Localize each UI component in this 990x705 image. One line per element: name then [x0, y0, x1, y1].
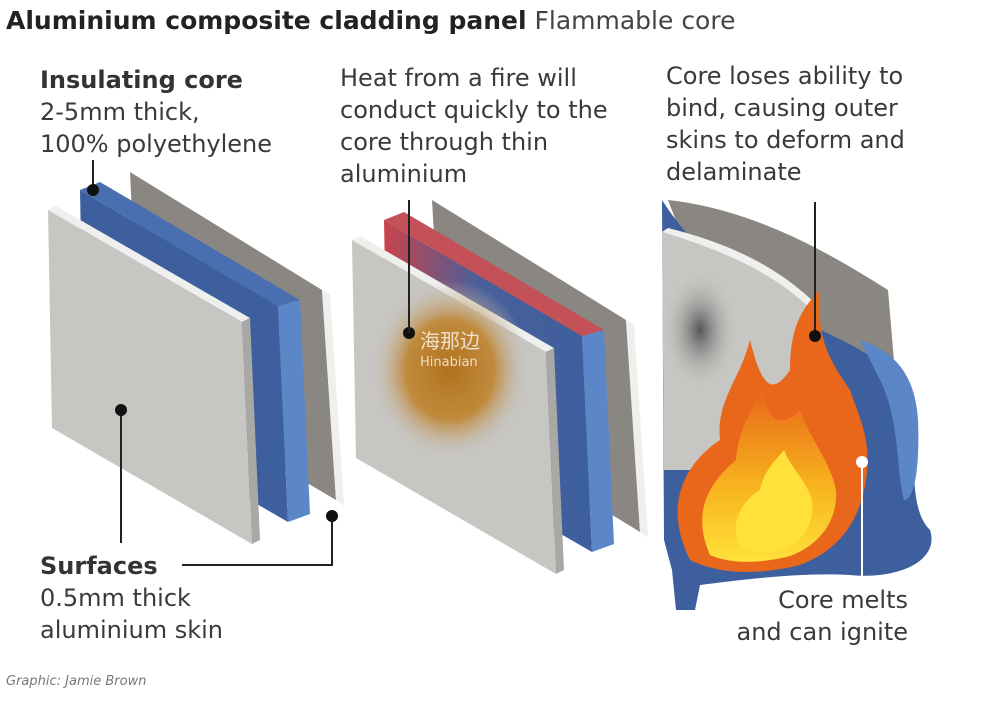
- label-surfaces-line: 0.5mm thick: [40, 584, 191, 612]
- label-surfaces-line: aluminium skin: [40, 616, 224, 644]
- watermark: 海那边 Hinabian: [420, 330, 480, 374]
- title-bold: Aluminium composite cladding panel: [6, 6, 527, 35]
- label-melt-line: Core melts: [778, 586, 908, 614]
- title-subtitle: Flammable core: [534, 6, 736, 35]
- label-bind: Core loses ability to bind, causing oute…: [666, 60, 905, 188]
- watermark-cn: 海那边: [420, 329, 480, 353]
- label-core-heading: Insulating core: [40, 66, 243, 94]
- label-bind-line: bind, causing outer: [666, 94, 898, 122]
- watermark-en: Hinabian: [420, 355, 478, 370]
- label-core-line: 2-5mm thick,: [40, 98, 200, 126]
- label-surfaces-heading: Surfaces: [40, 552, 158, 580]
- diagram-title: Aluminium composite cladding panel Flamm…: [6, 6, 735, 35]
- label-insulating-core: Insulating core 2-5mm thick, 100% polyet…: [40, 64, 272, 160]
- label-heat-line: core through thin: [340, 128, 549, 156]
- panel-heated: [352, 200, 648, 574]
- label-melt-line: and can ignite: [736, 618, 908, 646]
- front-skin: [48, 210, 252, 544]
- label-melt: Core melts and can ignite: [700, 584, 908, 648]
- panel-burning: [662, 200, 932, 610]
- label-bind-line: skins to deform and: [666, 126, 905, 154]
- label-heat-line: aluminium: [340, 160, 468, 188]
- panel-intact: [48, 160, 344, 566]
- label-bind-line: delaminate: [666, 158, 802, 186]
- label-surfaces: Surfaces 0.5mm thick aluminium skin: [40, 550, 223, 646]
- label-heat: Heat from a fire will conduct quickly to…: [340, 62, 608, 190]
- label-heat-line: Heat from a fire will: [340, 64, 577, 92]
- label-bind-line: Core loses ability to: [666, 62, 904, 90]
- graphic-credit: Graphic: Jamie Brown: [6, 674, 147, 689]
- label-heat-line: conduct quickly to the: [340, 96, 608, 124]
- label-core-line: 100% polyethylene: [40, 130, 273, 158]
